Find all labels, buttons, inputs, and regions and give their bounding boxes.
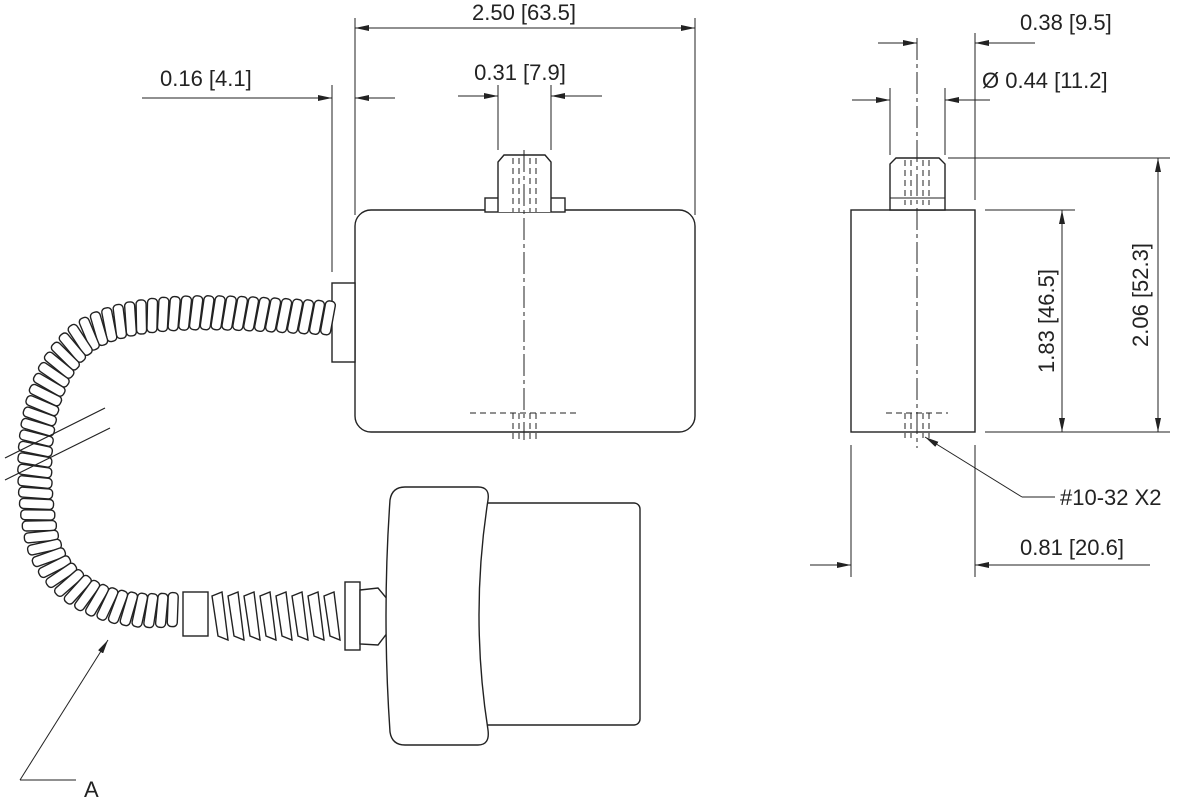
cable-coil (28, 383, 63, 407)
cable-coil (188, 295, 204, 331)
cable-coil (166, 591, 179, 628)
side-view: 0.38 [9.5] Ø 0.44 [11.2] 1.83 [46.5] 2.0… (810, 10, 1170, 577)
cable-coil (131, 592, 149, 628)
dim-connector-width: 0.31 [7.9] (474, 60, 566, 85)
cable-coil (96, 587, 119, 621)
cable-coil (20, 417, 56, 437)
dim-body-depth: 0.81 [20.6] (1020, 535, 1124, 560)
cable-coil (63, 574, 92, 605)
coiled-cable (17, 295, 337, 629)
strain-relief-ridge (259, 591, 277, 642)
cable-break-lines (4, 407, 111, 481)
cable-coil (58, 332, 87, 363)
cable-coil (243, 296, 260, 332)
strain-relief-ridge (243, 591, 261, 642)
cable-coil (286, 298, 304, 334)
cable-coil (232, 295, 249, 332)
cable-coil (22, 406, 58, 427)
strain-relief-ridge (291, 591, 309, 642)
cable-coil (78, 316, 100, 351)
cable-coil (264, 297, 282, 333)
cable-coil (53, 569, 85, 598)
cable-coil (319, 300, 337, 336)
dim-connector-center-offset: 0.38 [9.5] (1020, 10, 1112, 35)
cable-coil (221, 295, 237, 331)
cable-coil (101, 306, 118, 343)
cable-coil (143, 592, 159, 629)
front-view: 2.50 [63.5] 0.16 [4.1] 0.31 [7.9] (142, 0, 696, 440)
cable-coil (167, 295, 181, 332)
cable-coil (67, 323, 93, 356)
thread-callout: #10-32 X2 (1060, 485, 1162, 510)
cable-coil (17, 440, 54, 458)
sensor-head (385, 486, 641, 746)
cable-coil (50, 341, 81, 371)
cable-coil (135, 299, 148, 335)
cable-label: A (84, 777, 99, 797)
cable-coil (297, 299, 315, 335)
cable-coil (146, 297, 159, 334)
cable-coil (275, 297, 293, 334)
cable-coil (210, 295, 226, 331)
cable-coil (18, 497, 55, 511)
dim-connector-diameter: Ø 0.44 [11.2] (982, 68, 1108, 93)
dim-side-connector-offset: 0.16 [4.1] (160, 66, 252, 91)
cable-coil (119, 591, 139, 627)
cable-coil (43, 351, 75, 379)
cable-coil (89, 311, 109, 347)
dim-overall-width: 2.50 [63.5] (472, 0, 576, 25)
cable-coil (31, 547, 67, 568)
cable-coil (37, 361, 70, 388)
cable-coil (21, 519, 58, 532)
cable-coil (17, 463, 53, 479)
dim-body-height: 1.83 [46.5] (1034, 269, 1059, 373)
cable-coil (154, 592, 169, 629)
cable-coil (253, 296, 271, 333)
cable-coil (199, 295, 215, 331)
strain-relief-ridge (227, 591, 245, 642)
cable-coil (23, 529, 60, 544)
cable-coil (308, 299, 326, 336)
strain-relief-ridge (323, 591, 341, 642)
strain-relief-ridge (211, 591, 229, 642)
strain-relief-ridge (275, 591, 293, 642)
cable-coil (107, 589, 129, 625)
cable-coil (112, 303, 128, 340)
cable-coil (25, 395, 60, 417)
side-connector (331, 282, 356, 363)
callout-a: A (19, 639, 109, 797)
cable-coil (17, 486, 54, 500)
cable-coil (26, 538, 63, 556)
cable-coil (45, 562, 78, 589)
cable-coil (84, 583, 110, 617)
strain-relief-ridge (307, 591, 325, 642)
cable-coil (178, 295, 193, 331)
sensor-body (354, 209, 696, 433)
side-body (850, 209, 976, 433)
cable-coil (20, 509, 56, 521)
cable-coil (32, 372, 66, 397)
strain-relief (182, 581, 389, 651)
cable-coil (74, 579, 101, 612)
cable-coil (123, 301, 138, 337)
cable-coil (17, 475, 53, 490)
cable-coil (156, 296, 170, 333)
cable-coil (37, 555, 72, 579)
dim-overall-height: 2.06 [52.3] (1128, 243, 1153, 347)
